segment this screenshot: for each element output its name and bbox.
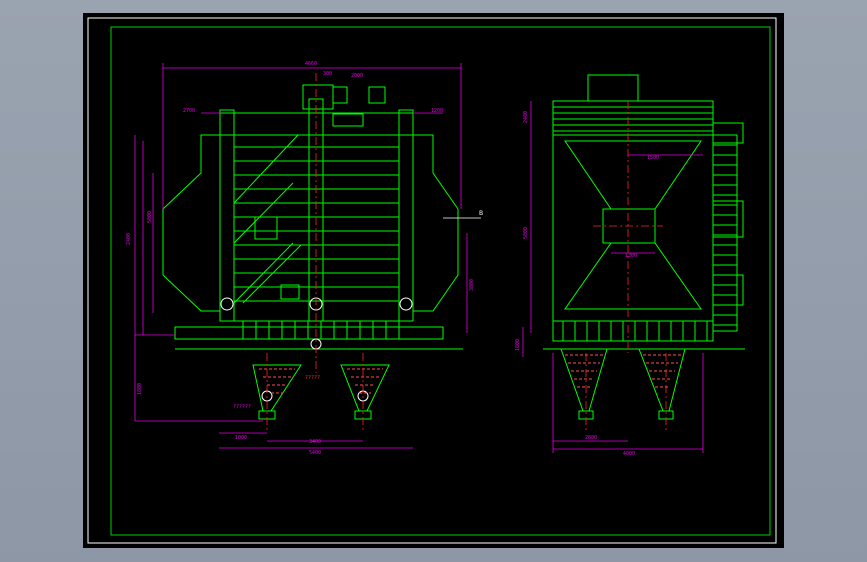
side-hopper-dashes bbox=[565, 354, 681, 388]
dim-pitch-b: 3400 bbox=[309, 439, 321, 445]
cad-drawing-canvas: B 4660 300 2000 2700 1200 2400 5000 1800… bbox=[87, 17, 777, 544]
hopper-left bbox=[252, 364, 302, 420]
arrow-note: ?????? bbox=[233, 404, 251, 410]
side-funnel-lower bbox=[564, 242, 702, 310]
side-hopper-left bbox=[560, 348, 608, 412]
section-marker: B bbox=[443, 210, 483, 219]
side-roof bbox=[552, 100, 714, 136]
top-motor-a bbox=[332, 86, 348, 104]
front-centerlines bbox=[266, 73, 364, 433]
side-elevation-view bbox=[543, 74, 745, 420]
staircase bbox=[233, 134, 302, 304]
side-ladder bbox=[712, 134, 738, 332]
column-right bbox=[398, 109, 414, 322]
top-platform bbox=[219, 112, 414, 136]
dim-upper-left: 2700 bbox=[183, 108, 195, 114]
dim-base-h: 1800 bbox=[137, 383, 143, 395]
dim-top-width: 4660 bbox=[305, 61, 317, 67]
section-label: B bbox=[479, 210, 483, 217]
side-dim-inner-w: 1500 bbox=[647, 155, 659, 161]
dim-right-side: 3800 bbox=[469, 279, 475, 291]
dim-side-left: 2400 bbox=[126, 233, 132, 245]
front-dimensions bbox=[134, 63, 468, 449]
side-funnel-upper bbox=[564, 140, 702, 210]
side-top-unit bbox=[587, 74, 639, 102]
dim-upper-right: 1200 bbox=[431, 108, 443, 114]
side-cage-top bbox=[712, 122, 744, 144]
column-left bbox=[219, 109, 235, 322]
front-elevation-view bbox=[162, 84, 463, 420]
side-dimensions bbox=[522, 101, 704, 453]
top-roof bbox=[332, 113, 364, 127]
right-shell bbox=[412, 134, 459, 312]
side-cage-mid bbox=[712, 200, 744, 238]
side-centerlines bbox=[585, 101, 667, 433]
hopper-note: ????? bbox=[305, 375, 320, 381]
left-shell bbox=[162, 134, 221, 312]
filter-rows bbox=[234, 146, 400, 339]
side-lower-grid bbox=[552, 320, 714, 342]
side-dim-top-h: 2400 bbox=[523, 111, 529, 123]
dim-ann-top: 300 bbox=[323, 71, 332, 77]
sheet-inner-border bbox=[110, 26, 771, 536]
side-cage-low bbox=[712, 274, 744, 306]
dim-overall: 5400 bbox=[309, 450, 321, 456]
top-motor-b bbox=[368, 86, 386, 104]
hopper-right bbox=[340, 364, 390, 420]
side-body bbox=[552, 134, 714, 322]
dim-ann-top2: 2000 bbox=[351, 73, 363, 79]
hopper-detail-dashes bbox=[259, 368, 383, 394]
top-drive bbox=[302, 84, 334, 110]
side-dim-mid-h: 5000 bbox=[523, 227, 529, 239]
side-dim-base-h: 1800 bbox=[515, 339, 521, 351]
sheet-outer-frame bbox=[87, 17, 777, 544]
cad-viewport[interactable]: B 4660 300 2000 2700 1200 2400 5000 1800… bbox=[83, 13, 784, 548]
side-dim-bottom-w: 2800 bbox=[585, 435, 597, 441]
dim-height-total: 5000 bbox=[147, 211, 153, 223]
base-beam bbox=[174, 326, 444, 340]
side-dim-duct-w: 1300 bbox=[625, 253, 637, 259]
side-hopper-right bbox=[638, 348, 686, 412]
dim-pitch-a: 1000 bbox=[235, 435, 247, 441]
side-dim-overall-w: 4000 bbox=[623, 451, 635, 457]
side-grid-lines bbox=[553, 106, 737, 341]
